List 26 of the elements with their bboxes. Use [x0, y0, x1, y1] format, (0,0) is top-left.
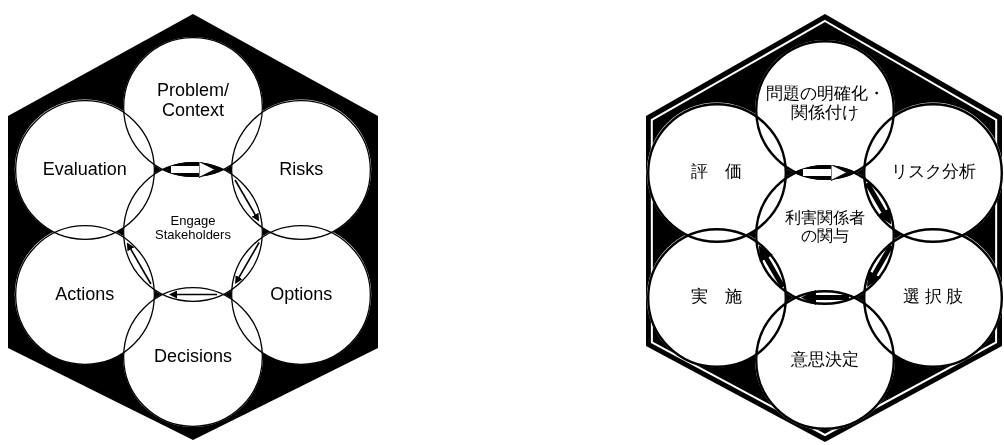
step-circle: [14, 224, 155, 365]
step-label: 意思決定: [790, 350, 860, 370]
step-circle: [14, 99, 155, 240]
step-circle: [646, 102, 787, 243]
step-label: Decisions: [153, 347, 233, 367]
step-label: Evaluation: [41, 159, 128, 180]
step-circle: [123, 287, 263, 427]
step-label: Risks: [278, 159, 325, 180]
step-circle: [755, 290, 895, 430]
step-label: 問題の明確化・関係付け: [764, 85, 886, 123]
step-circle: [863, 227, 1004, 368]
step-label: Engage Stakeholders: [154, 213, 232, 243]
step-label: 評 価: [690, 163, 744, 182]
step-label: Options: [269, 284, 334, 305]
step-label: Actions: [54, 284, 116, 305]
step-circle: [231, 99, 372, 240]
step-circle: [646, 227, 787, 368]
step-circle: [863, 102, 1004, 243]
step-label: Problem/ Context: [156, 81, 230, 121]
step-label: 実 施: [690, 288, 744, 307]
step-circle: [755, 165, 895, 305]
step-label: リスク分析: [889, 163, 977, 182]
step-label: 選 択 肢: [902, 288, 965, 307]
step-label: 利害関係者の関与: [784, 209, 866, 245]
step-circle: [231, 224, 372, 365]
step-circle: [755, 40, 895, 180]
